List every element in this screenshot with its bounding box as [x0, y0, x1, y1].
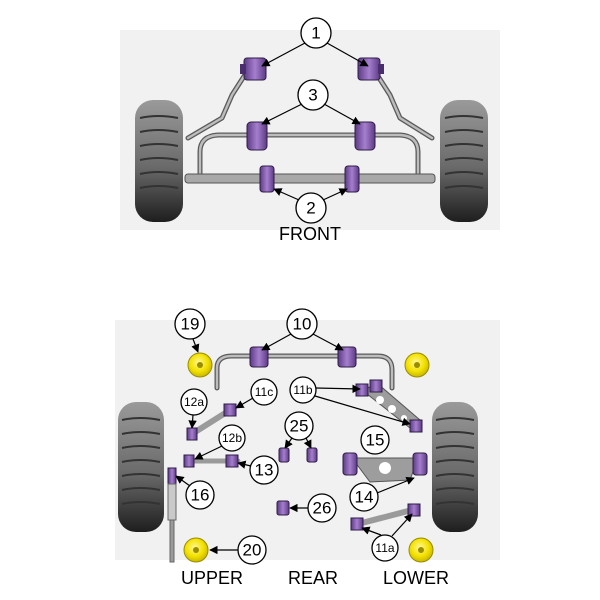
callout-16-label: 16	[191, 486, 210, 505]
rear-right-tyre	[432, 402, 478, 532]
front-bush-2-right	[344, 165, 360, 193]
callout-10-label: 10	[293, 315, 312, 334]
front-bush-3-right	[354, 121, 376, 151]
rear-caption-upper: UPPER	[181, 568, 243, 588]
callout-12b: 12b	[194, 424, 246, 460]
front-bush-3-left	[246, 121, 268, 151]
callout-13: 13	[237, 455, 279, 485]
callout-19: 19	[174, 308, 206, 353]
callout-10: 10	[261, 308, 344, 351]
callout-25: 25	[284, 411, 314, 449]
rear-link-12b	[183, 454, 241, 468]
front-crossmember	[184, 173, 436, 184]
callout-26: 26	[289, 493, 337, 523]
callout-13-label: 13	[255, 461, 274, 480]
callout-1: 1	[261, 17, 369, 67]
callout-11c: 11c	[235, 378, 278, 409]
callout-3: 3	[261, 79, 361, 125]
rear-bush-10-right	[337, 346, 357, 368]
callout-2: 2	[273, 188, 348, 224]
callout-20-label: 20	[243, 541, 262, 560]
front-bush-1-left	[240, 57, 267, 81]
callout-15: 15	[360, 425, 390, 455]
rear-anti-roll-bar	[214, 346, 395, 391]
front-assembly: 1 3 2 FRONT	[120, 17, 500, 244]
callout-25-label: 25	[290, 417, 309, 436]
callout-12a-label: 12a	[184, 395, 204, 409]
rear-caption-lower: LOWER	[383, 568, 449, 588]
callout-12a: 12a	[180, 388, 208, 429]
callout-15-label: 15	[366, 431, 385, 450]
rear-bush-20-left	[183, 537, 209, 563]
rear-bush-19-right	[404, 352, 430, 378]
rear-assembly: 10 19 11c 11b 12a 12b	[115, 308, 500, 588]
front-right-tyre	[440, 100, 488, 222]
rear-lower-arm-11a	[350, 503, 421, 531]
rear-caption-rear: REAR	[288, 568, 338, 588]
callout-11c-label: 11c	[255, 385, 273, 399]
callout-20: 20	[209, 535, 267, 565]
callout-19-label: 19	[181, 315, 200, 334]
callout-11a-label: 11a	[375, 541, 394, 555]
callout-1-label: 1	[311, 24, 320, 43]
front-wishbone-arms	[185, 67, 435, 141]
callout-2-label: 2	[306, 199, 315, 218]
front-bush-2-left	[259, 165, 275, 193]
front-anti-roll-bar	[197, 132, 421, 179]
callout-26-label: 26	[313, 499, 332, 518]
rear-bush-19-left	[187, 352, 213, 378]
rear-trailing-arm-14-15	[342, 452, 428, 483]
callout-3-label: 3	[308, 86, 317, 105]
rear-bush-26	[276, 500, 290, 516]
callout-14-label: 14	[355, 488, 374, 507]
front-left-tyre	[135, 100, 183, 222]
rear-bush-10-left	[249, 346, 269, 368]
front-bush-1-right	[357, 57, 384, 81]
callout-11a: 11a	[361, 513, 413, 562]
callout-11b: 11b	[289, 376, 411, 426]
rear-bush-20-right	[408, 537, 434, 563]
rear-upper-arm-12a	[186, 403, 237, 441]
callout-14: 14	[349, 476, 415, 512]
rear-bush-25	[278, 447, 318, 463]
front-caption: FRONT	[279, 224, 341, 244]
callout-16: 16	[175, 475, 215, 510]
callout-12b-label: 12b	[222, 431, 242, 445]
callout-11b-label: 11b	[293, 383, 312, 397]
rear-left-tyre	[118, 402, 164, 532]
